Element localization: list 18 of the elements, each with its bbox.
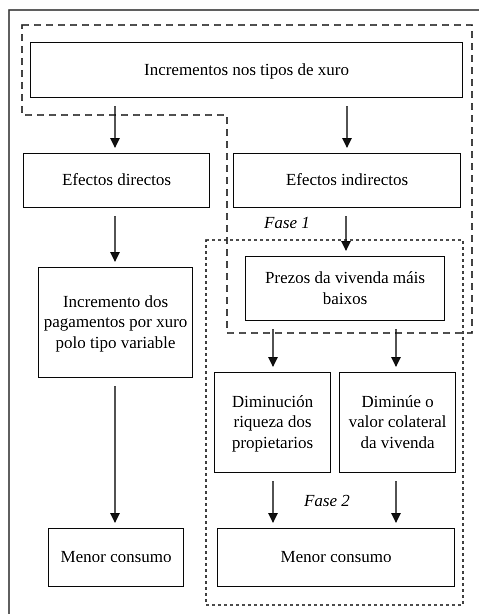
process-box: Menor consumo <box>48 528 184 587</box>
arrow <box>110 106 120 148</box>
process-box: Efectos directos <box>23 153 210 208</box>
process-box: Incremento dos pagamentos por xuro polo tipo variable <box>38 267 193 378</box>
process-box: Diminúe o valor colateral da vivenda <box>339 372 456 473</box>
arrow <box>268 329 278 367</box>
process-box: Menor consumo <box>217 528 455 587</box>
process-box: Diminución riqueza dos propietarios <box>214 372 331 473</box>
arrow <box>342 106 352 148</box>
process-box: Incrementos nos tipos de xuro <box>30 42 463 98</box>
arrow <box>341 216 351 251</box>
arrow <box>391 481 401 523</box>
process-box: Efectos indirectos <box>233 153 461 208</box>
arrow <box>110 216 120 262</box>
arrow <box>268 481 278 523</box>
arrow <box>110 386 120 523</box>
process-box: Prezos da vivenda máis baixos <box>245 256 445 321</box>
arrow <box>391 329 401 367</box>
